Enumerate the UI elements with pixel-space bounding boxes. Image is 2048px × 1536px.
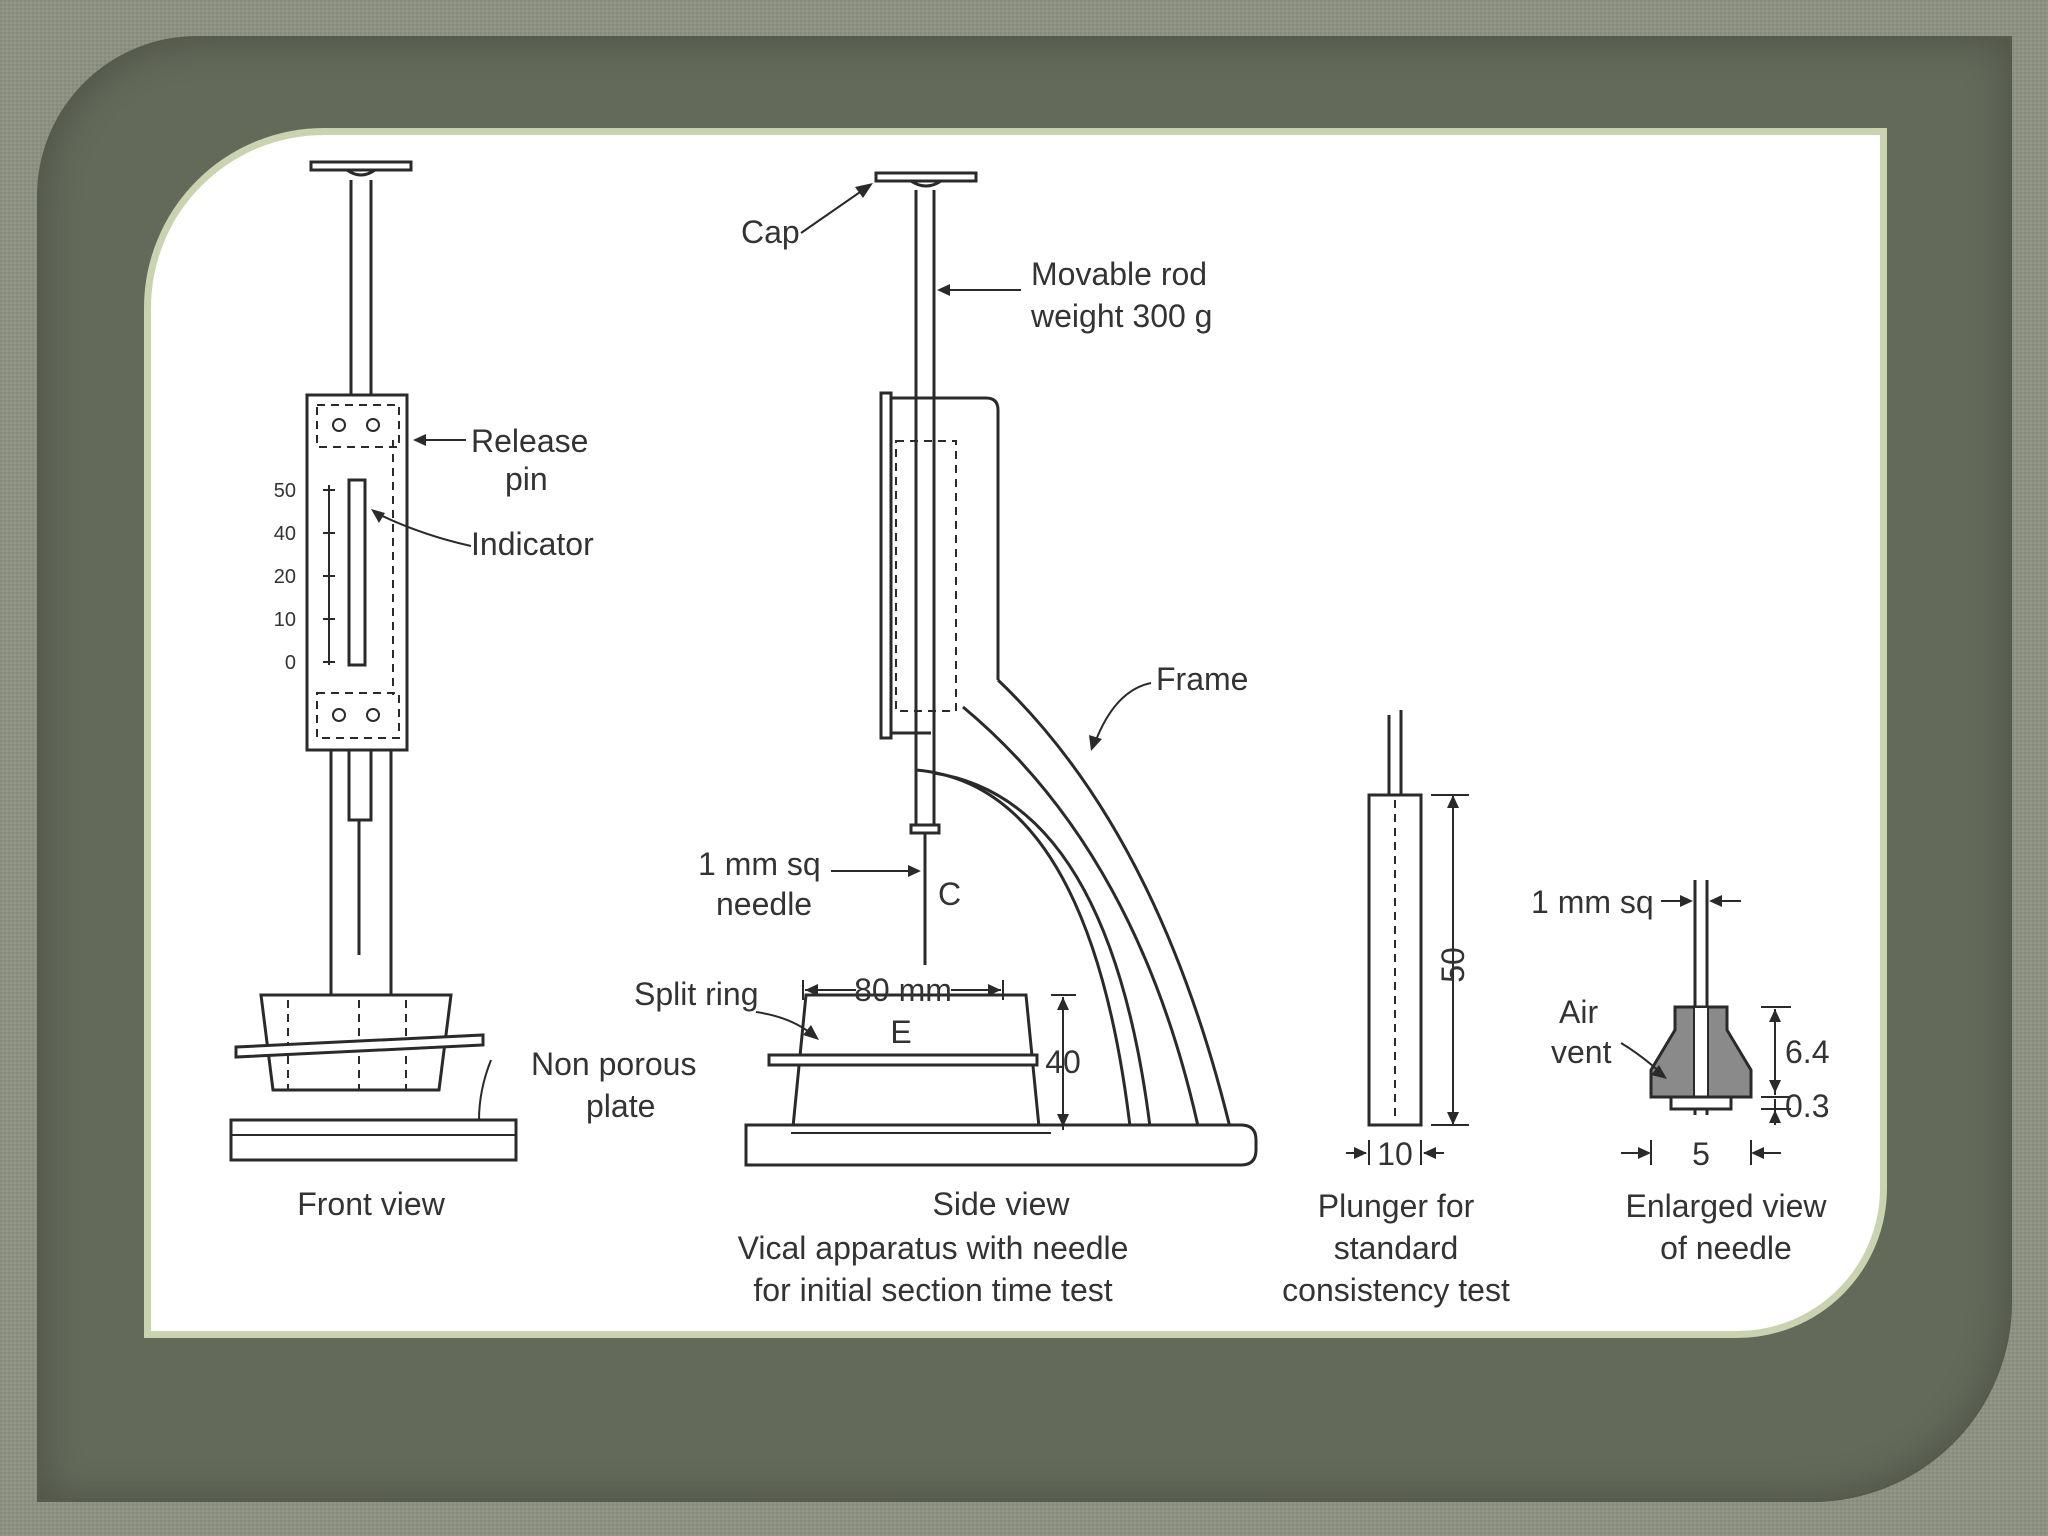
plunger-labels: 50 10 Plunger for standard consistency t…	[1282, 947, 1510, 1308]
front-view-title: Front view	[297, 1186, 445, 1222]
apparatus-caption-line2: for initial section time test	[753, 1272, 1112, 1308]
apparatus-caption-line1: Vical apparatus with needle	[738, 1230, 1129, 1266]
cap-label: Cap	[741, 214, 800, 250]
release-pin-label-line1: Release	[471, 423, 588, 459]
dimension-5-label: 5	[1692, 1136, 1710, 1172]
point-e-label: E	[890, 1014, 911, 1050]
movable-rod-label-line1: Movable rod	[1031, 256, 1207, 292]
dimension-50-label: 50	[1435, 947, 1471, 983]
needle-size-label: 1 mm sq	[1531, 884, 1654, 920]
enlarged-needle-labels: 1 mm sq Air vent 6.4 0.3 5 Enlarged view…	[1531, 884, 1829, 1266]
enlarged-needle-drawing	[1621, 880, 1791, 1165]
scale-tick-0: 0	[285, 652, 296, 674]
enlarged-caption-line1: Enlarged view	[1626, 1188, 1828, 1224]
point-c-label: C	[938, 876, 961, 912]
plunger-caption-line1: Plunger for	[1318, 1188, 1475, 1224]
side-view-title: Side view	[933, 1186, 1071, 1222]
air-vent-label-line1: Air	[1559, 994, 1598, 1030]
frame-label: Frame	[1156, 661, 1248, 697]
needle-label-line2: needle	[716, 886, 812, 922]
diagram-card: 50 40 20 10 0 Release pin Indicator Non …	[144, 128, 1887, 1338]
release-pin-label-line2: pin	[505, 461, 548, 497]
split-ring-label: Split ring	[634, 976, 759, 1012]
dimension-80mm-label: 80 mm	[854, 972, 952, 1008]
plunger-caption-line2: standard	[1334, 1230, 1459, 1266]
side-view-drawing	[744, 171, 1258, 1167]
non-porous-plate-label-line1: Non porous	[531, 1046, 696, 1082]
enlarged-caption-line2: of needle	[1660, 1230, 1792, 1266]
scale-tick-10: 10	[274, 609, 296, 631]
front-view-drawing	[229, 160, 518, 1162]
plunger-caption-line3: consistency test	[1282, 1272, 1510, 1308]
scale-tick-20: 20	[274, 566, 296, 588]
dimension-40-label: 40	[1045, 1044, 1081, 1080]
vicat-apparatus-diagram: 50 40 20 10 0 Release pin Indicator Non …	[229, 160, 1829, 1308]
front-view-labels: 50 40 20 10 0 Release pin Indicator Non …	[274, 423, 697, 1222]
movable-rod-label-line2: weight 300 g	[1030, 298, 1212, 334]
side-view-labels: Cap Movable rod weight 300 g Frame 1 mm …	[634, 183, 1248, 1308]
indicator-label: Indicator	[471, 526, 594, 562]
air-vent-label-line2: vent	[1551, 1034, 1612, 1070]
non-porous-plate-label-line2: plate	[586, 1088, 655, 1124]
dimension-6-4-label: 6.4	[1785, 1034, 1829, 1070]
dimension-0-3-label: 0.3	[1785, 1088, 1829, 1124]
plunger-drawing	[1346, 710, 1469, 1165]
scale-tick-50: 50	[274, 480, 296, 502]
dimension-10-label: 10	[1377, 1136, 1413, 1172]
needle-label-line1: 1 mm sq	[698, 846, 821, 882]
scale-tick-40: 40	[274, 523, 296, 545]
